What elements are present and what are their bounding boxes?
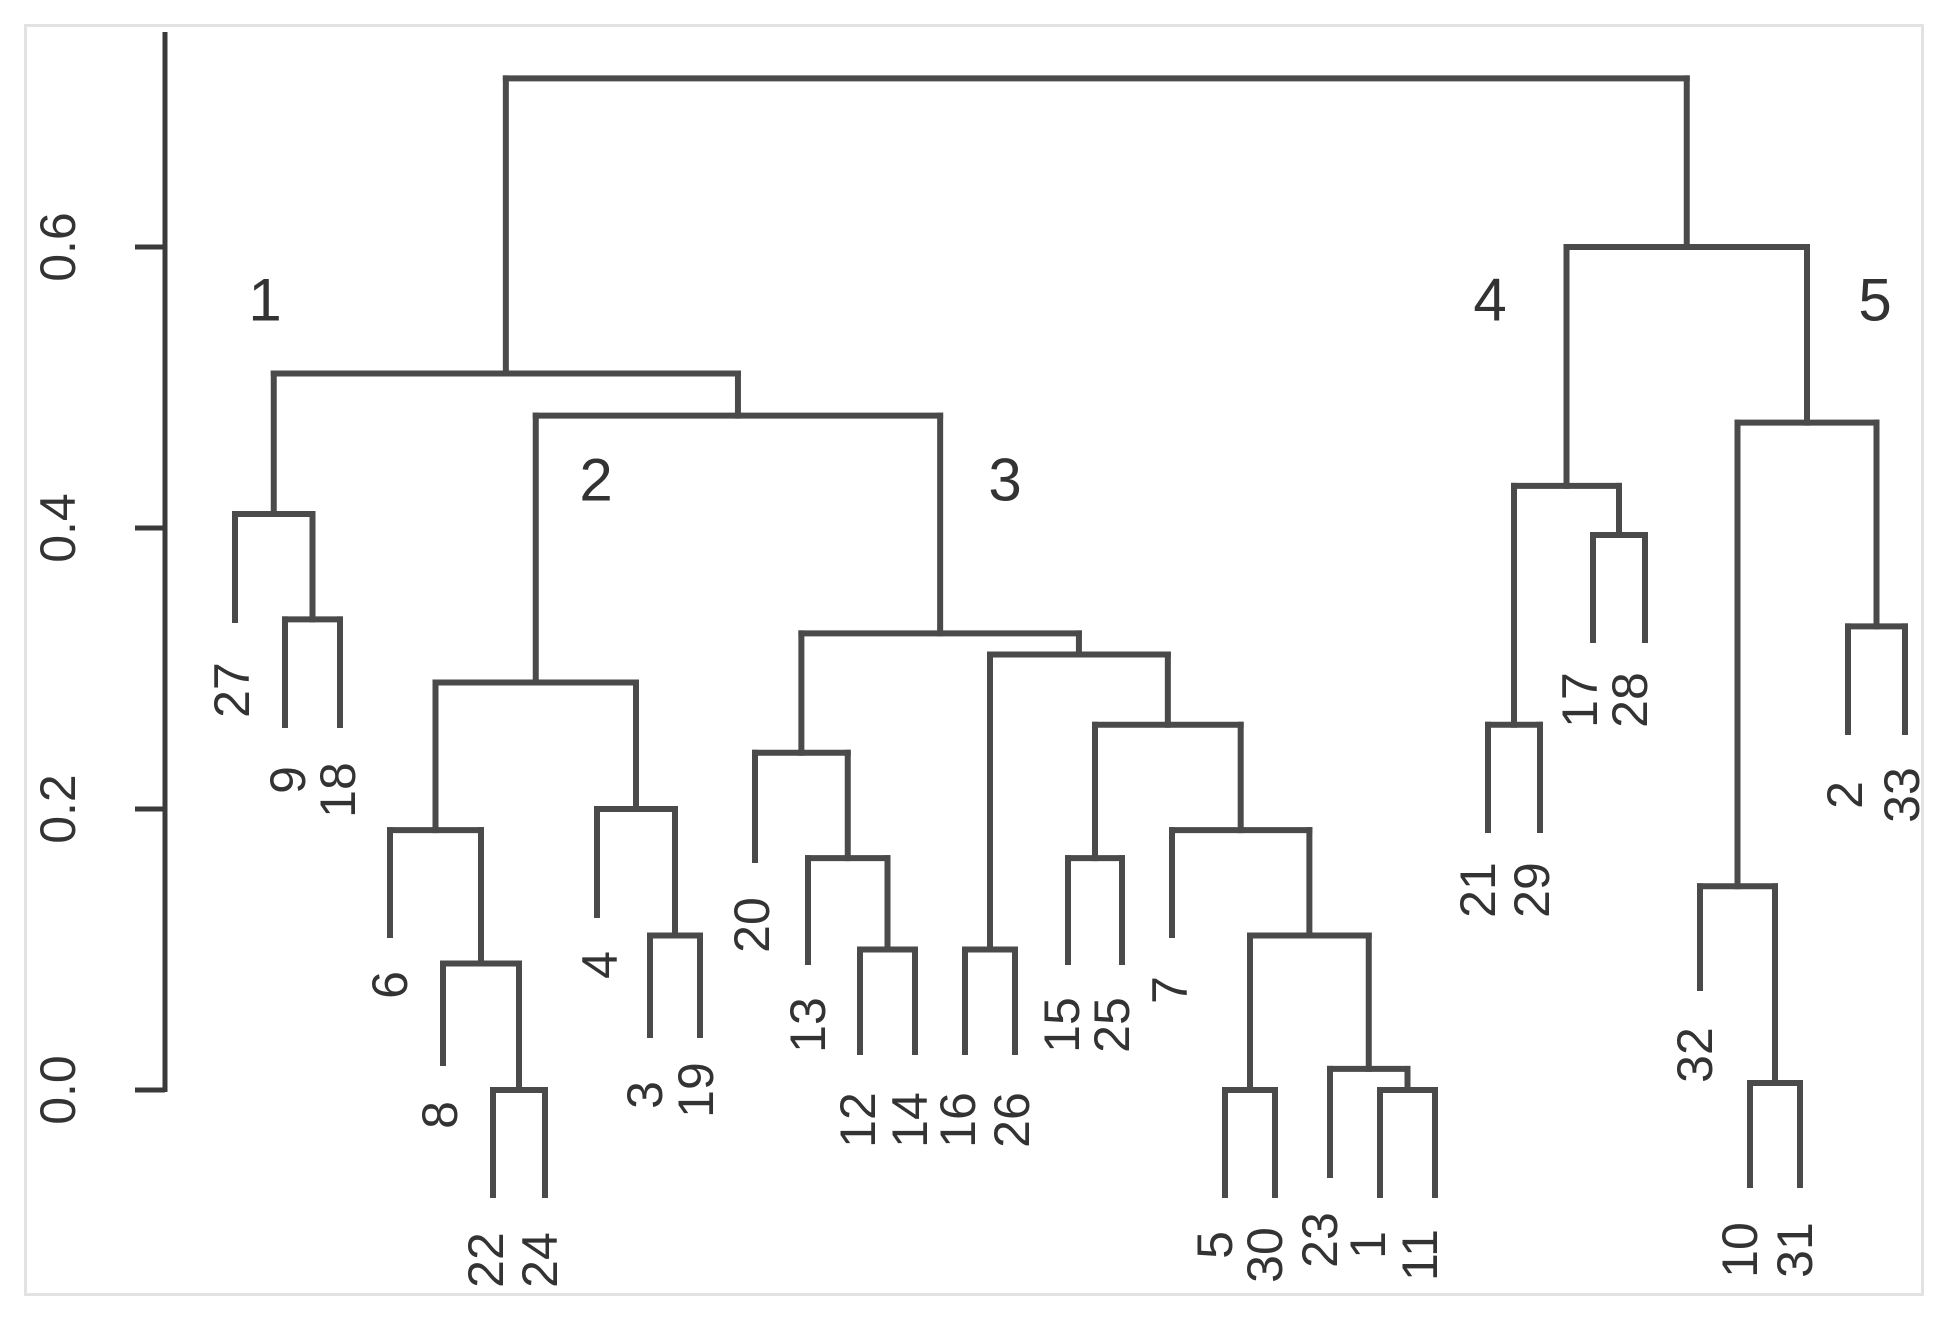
leaf-label-25: 25 <box>1084 997 1140 1053</box>
leaf-label-12: 12 <box>830 1092 886 1148</box>
dendrogram-links <box>232 75 1908 1198</box>
cluster-label-2: 2 <box>579 447 612 514</box>
leaf-label-11: 11 <box>1392 1229 1448 1281</box>
cluster-label-4: 4 <box>1473 267 1506 334</box>
leaf-label-28: 28 <box>1602 672 1658 728</box>
cluster-label-1: 1 <box>248 267 281 334</box>
leaf-label-27: 27 <box>204 662 260 718</box>
y-axis: 0.0 0.2 0.4 0.6 <box>30 32 168 1125</box>
leaf-label-8: 8 <box>412 1101 468 1129</box>
leaf-label-18: 18 <box>310 762 366 818</box>
cluster-label-5: 5 <box>1858 267 1891 334</box>
leaf-label-6: 6 <box>362 971 418 999</box>
leaf-label-32: 32 <box>1667 1027 1723 1083</box>
leaf-label-10: 10 <box>1712 1222 1768 1278</box>
leaf-label-21: 21 <box>1450 862 1506 918</box>
leaf-label-13: 13 <box>780 997 836 1053</box>
y-tick-label: 0.4 <box>30 493 86 563</box>
cluster-label-3: 3 <box>988 447 1021 514</box>
y-tick-label: 0.0 <box>30 1055 86 1125</box>
leaf-label-5: 5 <box>1187 1231 1243 1259</box>
leaf-label-9: 9 <box>260 766 316 794</box>
leaf-label-3: 3 <box>617 1081 673 1109</box>
leaf-label-29: 29 <box>1504 862 1560 918</box>
leaf-label-2: 2 <box>1817 781 1873 809</box>
leaf-label-15: 15 <box>1034 997 1090 1053</box>
leaf-label-4: 4 <box>572 951 628 979</box>
cluster-labels: 1 2 3 4 5 <box>248 267 1891 514</box>
leaf-label-14: 14 <box>882 1092 938 1148</box>
leaf-label-24: 24 <box>512 1232 568 1288</box>
leaf-label-22: 22 <box>458 1232 514 1288</box>
leaf-label-23: 23 <box>1292 1212 1348 1268</box>
leaf-label-31: 31 <box>1767 1222 1823 1278</box>
leaf-label-30: 30 <box>1237 1227 1293 1283</box>
y-tick-label: 0.2 <box>30 774 86 844</box>
leaf-label-20: 20 <box>724 897 780 953</box>
leaf-label-19: 19 <box>668 1062 724 1118</box>
y-tick-label: 0.6 <box>30 212 86 282</box>
leaf-label-26: 26 <box>984 1092 1040 1148</box>
leaf-label-33: 33 <box>1874 767 1930 823</box>
leaf-label-7: 7 <box>1142 976 1198 1004</box>
leaf-label-16: 16 <box>930 1092 986 1148</box>
leaf-label-1: 1 <box>1340 1231 1396 1259</box>
leaf-label-17: 17 <box>1552 672 1608 728</box>
